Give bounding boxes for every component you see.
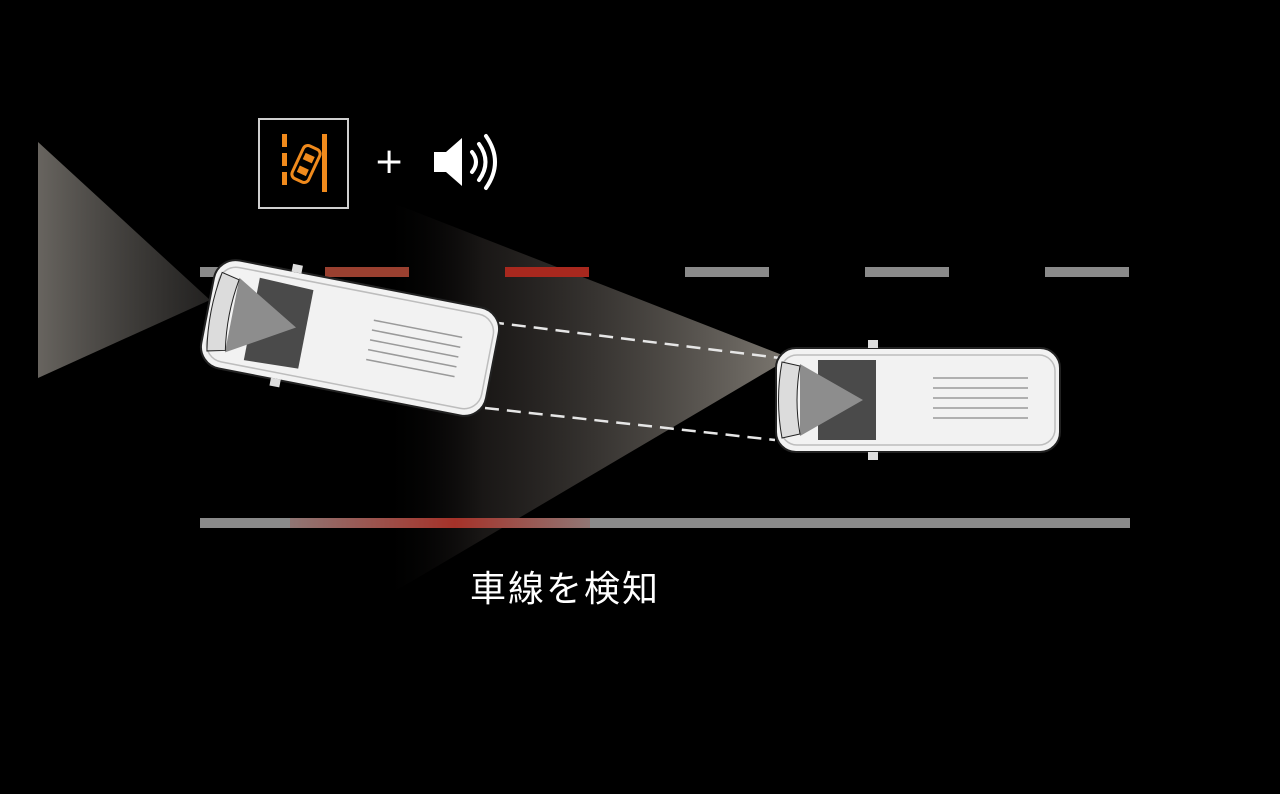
rear-car-headlight-beam <box>38 142 210 378</box>
rear-car <box>199 259 501 417</box>
lane-departure-warning-icon <box>258 118 349 209</box>
caption-lane-detected: 車線を検知 <box>470 569 661 610</box>
front-car <box>775 340 1061 460</box>
plus-sign: + <box>374 141 405 182</box>
front-car-detection-beam <box>380 198 790 600</box>
solid-lane-line <box>200 518 1130 528</box>
speaker-sound-icon <box>432 128 502 202</box>
dashed-lane-line <box>200 267 1129 277</box>
trajectory-lines <box>484 320 781 442</box>
